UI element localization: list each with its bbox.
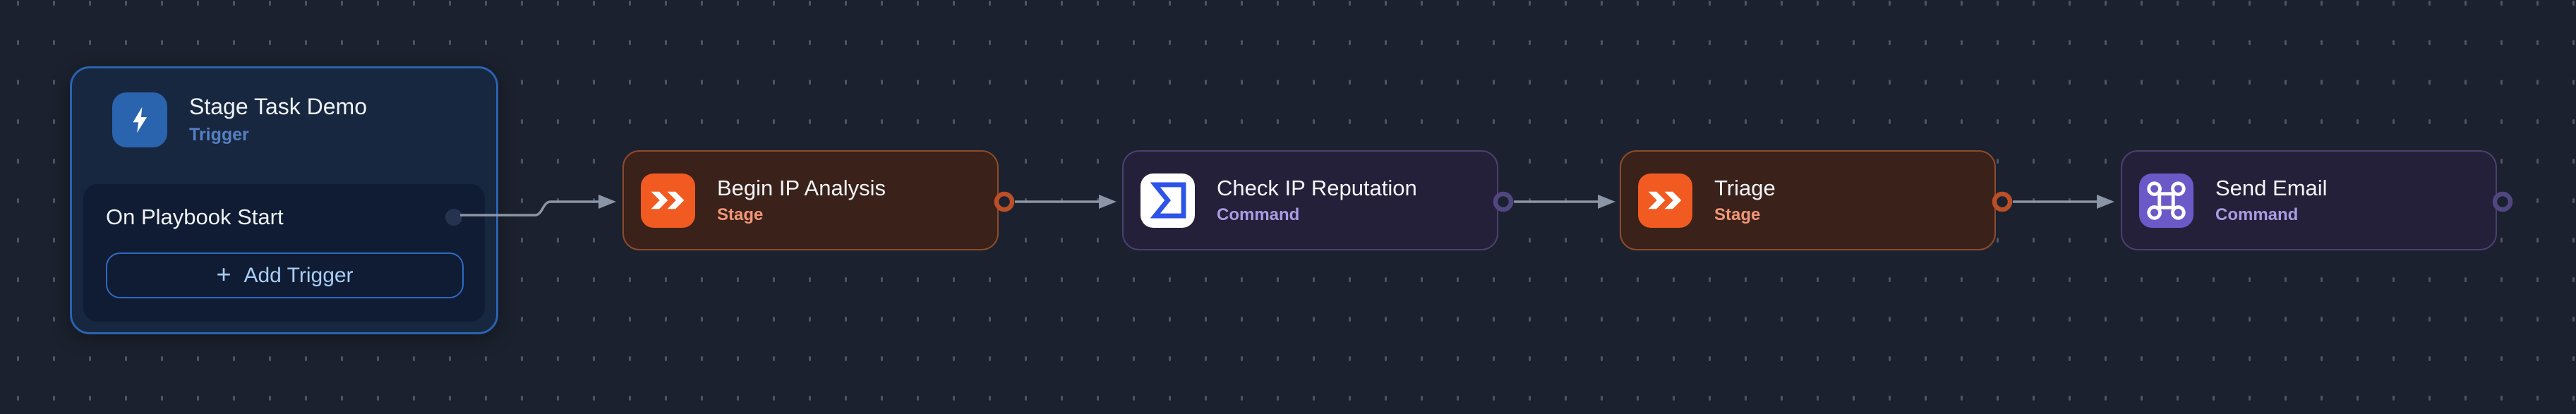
node-check-ip-reputation[interactable]: Check IP Reputation Command <box>1122 150 1498 250</box>
add-trigger-button[interactable]: + Add Trigger <box>106 252 464 298</box>
trigger-card-title: Stage Task Demo <box>189 93 367 119</box>
fast-forward-icon <box>641 173 695 228</box>
node-type-label: Command <box>2215 205 2299 225</box>
trigger-card-header: Stage Task Demo Trigger <box>72 68 496 147</box>
trigger-card[interactable]: Stage Task Demo Trigger On Playbook Star… <box>70 66 498 334</box>
node-type-label: Stage <box>717 205 764 225</box>
lightning-icon <box>112 92 167 147</box>
trigger-card-type-label: Trigger <box>189 125 249 145</box>
sigma-app-icon <box>1140 173 1195 228</box>
command-symbol-icon <box>2139 173 2193 228</box>
node-triage[interactable]: Triage Stage <box>1620 150 1996 250</box>
trigger-list-panel: On Playbook Start + Add Trigger <box>83 184 485 322</box>
node-type-label: Command <box>1217 205 1300 225</box>
trigger-output-port[interactable] <box>445 209 462 226</box>
trigger-item-on-playbook-start[interactable]: On Playbook Start <box>83 184 485 250</box>
node-send-email[interactable]: Send Email Command <box>2121 150 2497 250</box>
add-trigger-label: Add Trigger <box>243 263 354 287</box>
node-title: Send Email <box>2215 175 2328 200</box>
fast-forward-icon <box>1638 173 1692 228</box>
trigger-item-label: On Playbook Start <box>106 205 284 229</box>
node-title: Begin IP Analysis <box>717 175 886 200</box>
node-begin-ip-analysis[interactable]: Begin IP Analysis Stage <box>622 150 999 250</box>
plus-icon: + <box>216 260 231 288</box>
node-type-label: Stage <box>1714 205 1761 225</box>
node-title: Triage <box>1714 175 1776 200</box>
node-title: Check IP Reputation <box>1217 175 1417 200</box>
